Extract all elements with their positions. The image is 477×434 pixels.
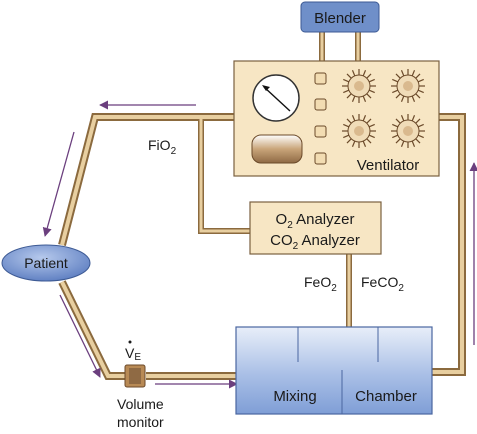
volume-monitor: VE Volume monitor <box>117 340 164 430</box>
knob-tick <box>415 118 421 124</box>
knob-tick <box>366 73 372 79</box>
pressure-gauge-icon <box>252 74 300 122</box>
volume-monitor-label-line2: monitor <box>117 414 164 430</box>
tube-patient-to-volume-monitor-outline <box>58 280 125 380</box>
knob-tick <box>392 89 399 94</box>
volume-monitor-label-line1: Volume <box>117 396 164 412</box>
fio2-text: FiO <box>148 137 171 153</box>
blender: Blender <box>300 1 380 33</box>
knob-tick <box>343 89 350 94</box>
feco2-label: FeCO2 <box>361 274 404 294</box>
mixing-chamber: Mixing Chamber <box>235 326 433 415</box>
knob-tick <box>415 138 421 144</box>
knob-tick <box>395 73 401 79</box>
mixing-label: Mixing <box>273 388 316 405</box>
ventilator-display <box>251 134 303 164</box>
o2-analyzer-label: O2 Analyzer <box>276 211 355 231</box>
knob-tick <box>395 138 401 144</box>
co2-analyzer-label: CO2 Analyzer <box>270 232 360 252</box>
ventilator: Ventilator <box>233 60 440 177</box>
knob-tick <box>417 123 424 128</box>
knob-tick <box>343 134 350 139</box>
control-knob-icon <box>391 114 425 148</box>
blender-box <box>300 1 380 33</box>
knob-tick <box>392 78 399 83</box>
knob-tick <box>411 95 416 102</box>
knob-tick <box>343 78 350 83</box>
ventilator-label: Ventilator <box>357 157 420 174</box>
knob-tick <box>368 134 375 139</box>
knob-tick <box>417 78 424 83</box>
knob-center <box>403 126 413 136</box>
knob-tick <box>366 93 372 99</box>
knob-tick <box>392 123 399 128</box>
flow-arrow-left-down <box>42 131 75 237</box>
feo2-label: FeO2 <box>304 274 337 294</box>
patient: Patient <box>1 244 91 282</box>
knob-tick <box>417 134 424 139</box>
flow-arrows <box>42 100 477 389</box>
patient-oval <box>1 244 91 282</box>
knob-tick <box>411 140 416 147</box>
knob-tick <box>368 78 375 83</box>
gas-analyzer: O2 Analyzer CO2 Analyzer <box>249 201 382 255</box>
knob-tick <box>415 73 421 79</box>
blender-label: Blender <box>314 10 366 27</box>
control-knobs <box>342 69 425 148</box>
knob-tick <box>366 138 372 144</box>
knob-tick <box>362 140 367 147</box>
knob-center <box>354 81 364 91</box>
knob-tick <box>417 89 424 94</box>
control-knob-icon <box>342 69 376 103</box>
fio2-label: FiO2 <box>148 137 177 157</box>
knob-tick <box>351 140 356 147</box>
knob-tick <box>400 115 405 122</box>
knob-tick <box>343 123 350 128</box>
knob-tick <box>351 95 356 102</box>
knob-tick <box>346 118 352 124</box>
ve-label: VE <box>125 345 141 363</box>
ve-dot <box>128 340 132 344</box>
indicator-light <box>314 98 327 111</box>
knob-tick <box>346 73 352 79</box>
knob-tick <box>400 70 405 77</box>
knob-tick <box>351 115 356 122</box>
knob-tick <box>346 93 352 99</box>
knob-tick <box>400 140 405 147</box>
indicator-light <box>314 125 327 138</box>
chamber-body <box>235 326 433 415</box>
patient-label: Patient <box>24 255 68 271</box>
knob-tick <box>411 70 416 77</box>
knob-tick <box>362 95 367 102</box>
knob-tick <box>368 89 375 94</box>
knob-tick <box>368 123 375 128</box>
flow-arrow-lower-left <box>59 294 101 378</box>
knob-tick <box>392 134 399 139</box>
analyzer-box <box>249 201 382 255</box>
knob-tick <box>411 115 416 122</box>
indicator-light <box>314 152 327 165</box>
indicator-lights <box>314 72 327 165</box>
knob-tick <box>400 95 405 102</box>
chamber-label: Chamber <box>355 388 417 405</box>
knob-tick <box>351 70 356 77</box>
knob-tick <box>346 138 352 144</box>
knob-tick <box>415 93 421 99</box>
knob-tick <box>362 70 367 77</box>
knob-tick <box>395 93 401 99</box>
knob-center <box>403 81 413 91</box>
knob-tick <box>395 118 401 124</box>
knob-center <box>354 126 364 136</box>
tubing <box>58 30 466 380</box>
knob-tick <box>362 115 367 122</box>
fio2-subscript: 2 <box>171 146 177 157</box>
control-knob-icon <box>342 114 376 148</box>
indicator-light <box>314 72 327 85</box>
control-knob-icon <box>391 69 425 103</box>
knob-tick <box>366 118 372 124</box>
